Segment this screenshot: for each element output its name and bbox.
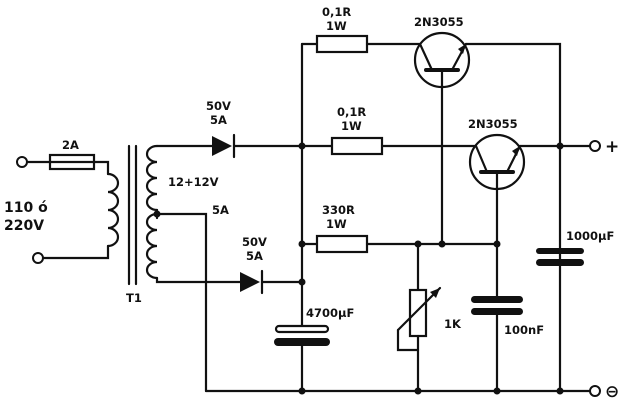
- wire-mains-primary-bottom: [41, 244, 110, 260]
- mains-voltage-line1: 110 ó: [4, 200, 48, 216]
- fuse-rating: 2A: [62, 138, 79, 152]
- junction-rail-diode-bottom: [298, 278, 306, 286]
- mains-terminal-top[interactable]: [16, 156, 28, 168]
- transformer-name: T1: [126, 291, 142, 305]
- resistor-low: 330R 1W: [315, 203, 369, 254]
- wire-pot-wiper-loop: [396, 328, 420, 352]
- diode-top: 50V 5A: [206, 99, 236, 159]
- capacitor-100nf: 100nF: [471, 296, 544, 337]
- output-terminal-positive[interactable]: [589, 140, 601, 152]
- capacitor-100nf-plate-bottom: [471, 308, 523, 315]
- mains-input: 110 ó 220V: [4, 156, 48, 264]
- resistor-top-value: 0,1R: [322, 5, 351, 19]
- diode-bottom-body: [240, 272, 260, 292]
- wire-q1-emitter-collector-rail: [464, 42, 562, 393]
- junction-ground-output: [556, 387, 564, 395]
- output-terminals: + ⊖: [589, 137, 619, 402]
- transformer-tap-current: 5A: [212, 203, 229, 217]
- capacitor-100nf-value: 100nF: [504, 323, 544, 337]
- output-positive-label: +: [605, 137, 619, 157]
- diode-top-current: 5A: [210, 113, 227, 127]
- junction-ground-filter: [298, 387, 306, 395]
- transformer-secondary-voltage: 12+12V: [168, 175, 219, 189]
- wire-mains-fuse: [25, 160, 110, 176]
- transistor-q1: 2N3055: [413, 15, 471, 90]
- transformer-t1: T1 12+12V 5A: [106, 144, 229, 305]
- diode-top-voltage: 50V: [206, 99, 231, 113]
- filter-capacitor-plate-bottom: [274, 338, 330, 346]
- potentiometer-arrow-head: [430, 288, 440, 298]
- transistor-q2-name: 2N3055: [468, 117, 518, 131]
- resistor-top-body: [315, 34, 369, 54]
- transistor-q2: 2N3055: [468, 117, 526, 192]
- junction-output-positive: [556, 142, 564, 150]
- mains-voltage-line2: 220V: [4, 218, 44, 234]
- diode-bottom: 50V 5A: [240, 235, 267, 295]
- output-negative-label: ⊖: [605, 382, 619, 402]
- diode-bottom-current: 5A: [246, 249, 263, 263]
- mains-terminal-bottom[interactable]: [32, 252, 44, 264]
- filter-capacitor: 4700µF: [274, 306, 354, 346]
- resistor-mid-power: 1W: [341, 119, 362, 133]
- resistor-mid-body: [330, 136, 384, 156]
- fuse: 2A: [48, 138, 96, 171]
- capacitor-1000uf-plate-top: [536, 248, 584, 254]
- resistor-low-value: 330R: [322, 203, 355, 217]
- capacitor-1000uf: 1000µF: [536, 229, 614, 266]
- potentiometer-value: 1K: [444, 317, 462, 331]
- capacitor-1000uf-value: 1000µF: [566, 229, 614, 243]
- transistor-q1-collector: [418, 42, 434, 72]
- resistor-mid-value: 0,1R: [337, 105, 366, 119]
- transformer-secondary-lower-coil: [145, 212, 159, 280]
- diode-top-body: [212, 136, 232, 156]
- wire-center-tap: [155, 212, 208, 393]
- diode-bottom-voltage: 50V: [242, 235, 267, 249]
- resistor-low-body: [315, 234, 369, 254]
- resistor-top-power: 1W: [326, 19, 347, 33]
- junction-ground-pot: [414, 387, 422, 395]
- capacitor-100nf-plate-top: [471, 296, 523, 303]
- output-terminal-negative[interactable]: [589, 385, 601, 397]
- potentiometer: 1K: [396, 242, 462, 393]
- potentiometer-body: [408, 288, 428, 338]
- transformer-primary-coil: [106, 172, 120, 248]
- transistor-q1-emitter-arrow: [458, 44, 466, 54]
- wire-secondary-bottom: [155, 276, 242, 284]
- resistor-top: 0,1R 1W: [315, 5, 369, 54]
- transistor-q2-collector: [474, 144, 489, 174]
- resistor-low-power: 1W: [326, 217, 347, 231]
- transistor-q2-emitter-arrow: [512, 146, 520, 156]
- transistor-q1-name: 2N3055: [414, 15, 464, 29]
- filter-capacitor-value: 4700µF: [306, 306, 354, 320]
- junction-ground-100nf: [493, 387, 501, 395]
- resistor-mid: 0,1R 1W: [330, 105, 384, 156]
- filter-capacitor-plate-top: [274, 324, 330, 334]
- capacitor-1000uf-plate-bottom: [536, 259, 584, 266]
- transformer-secondary-upper-coil: [145, 144, 159, 212]
